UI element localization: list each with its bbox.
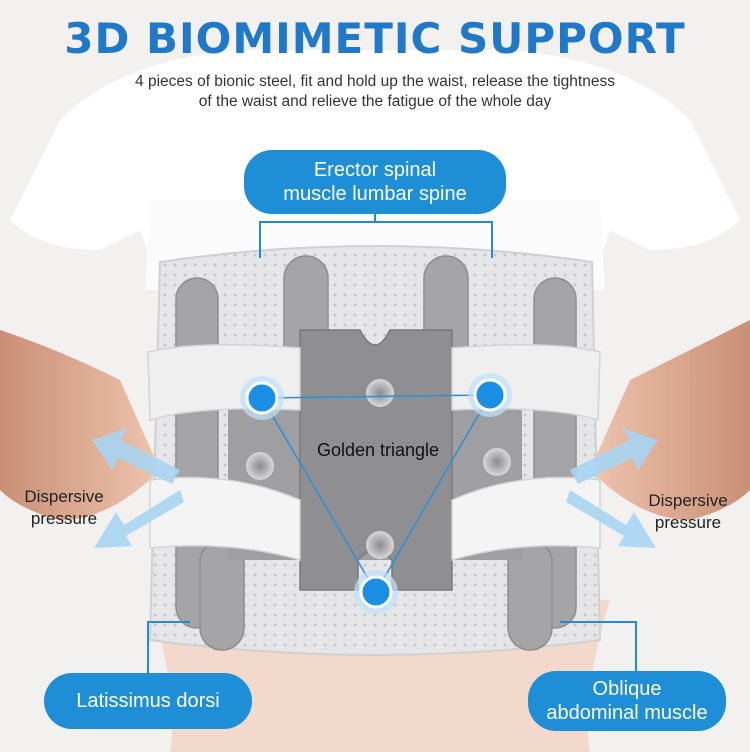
latissimus-dorsi-label: Latissimus dorsi [44,673,252,729]
vent-dots [246,379,511,559]
pressure-points [240,373,512,614]
dispersive-pressure-left: Dispersive pressure [14,486,114,530]
right-arm [590,320,750,520]
oblique-abdominal-label: Oblique abdominal muscle [528,671,726,731]
erector-spinal-label: Erector spinal muscle lumbar spine [244,150,506,214]
subtitle-line-1: 4 pieces of bionic steel, fit and hold u… [135,73,615,90]
oblique-line-1: Oblique [592,678,662,700]
dispersive-left-line-2: pressure [30,509,98,528]
left-arm [0,330,160,520]
latissimus-text: Latissimus dorsi [76,690,220,712]
golden-triangle-lines [261,394,491,593]
golden-triangle-label: Golden triangle [316,440,440,460]
page-title: 3D BIOMIMETIC SUPPORT [64,14,686,63]
dispersive-right-line-2: pressure [654,513,722,532]
callout-lines [147,214,637,673]
erector-line-1: Erector spinal [313,159,437,181]
subtitle: 4 pieces of bionic steel, fit and hold u… [80,72,670,112]
oblique-line-2: abdominal muscle [546,702,708,724]
erector-line-2: muscle lumbar spine [283,183,467,205]
dispersive-right-line-1: Dispersive [648,491,728,510]
dispersive-left-line-1: Dispersive [24,487,104,506]
dispersive-arrows [92,428,658,548]
dispersive-pressure-right: Dispersive pressure [636,490,740,534]
subtitle-line-2: of the waist and relieve the fatigue of … [198,93,552,110]
